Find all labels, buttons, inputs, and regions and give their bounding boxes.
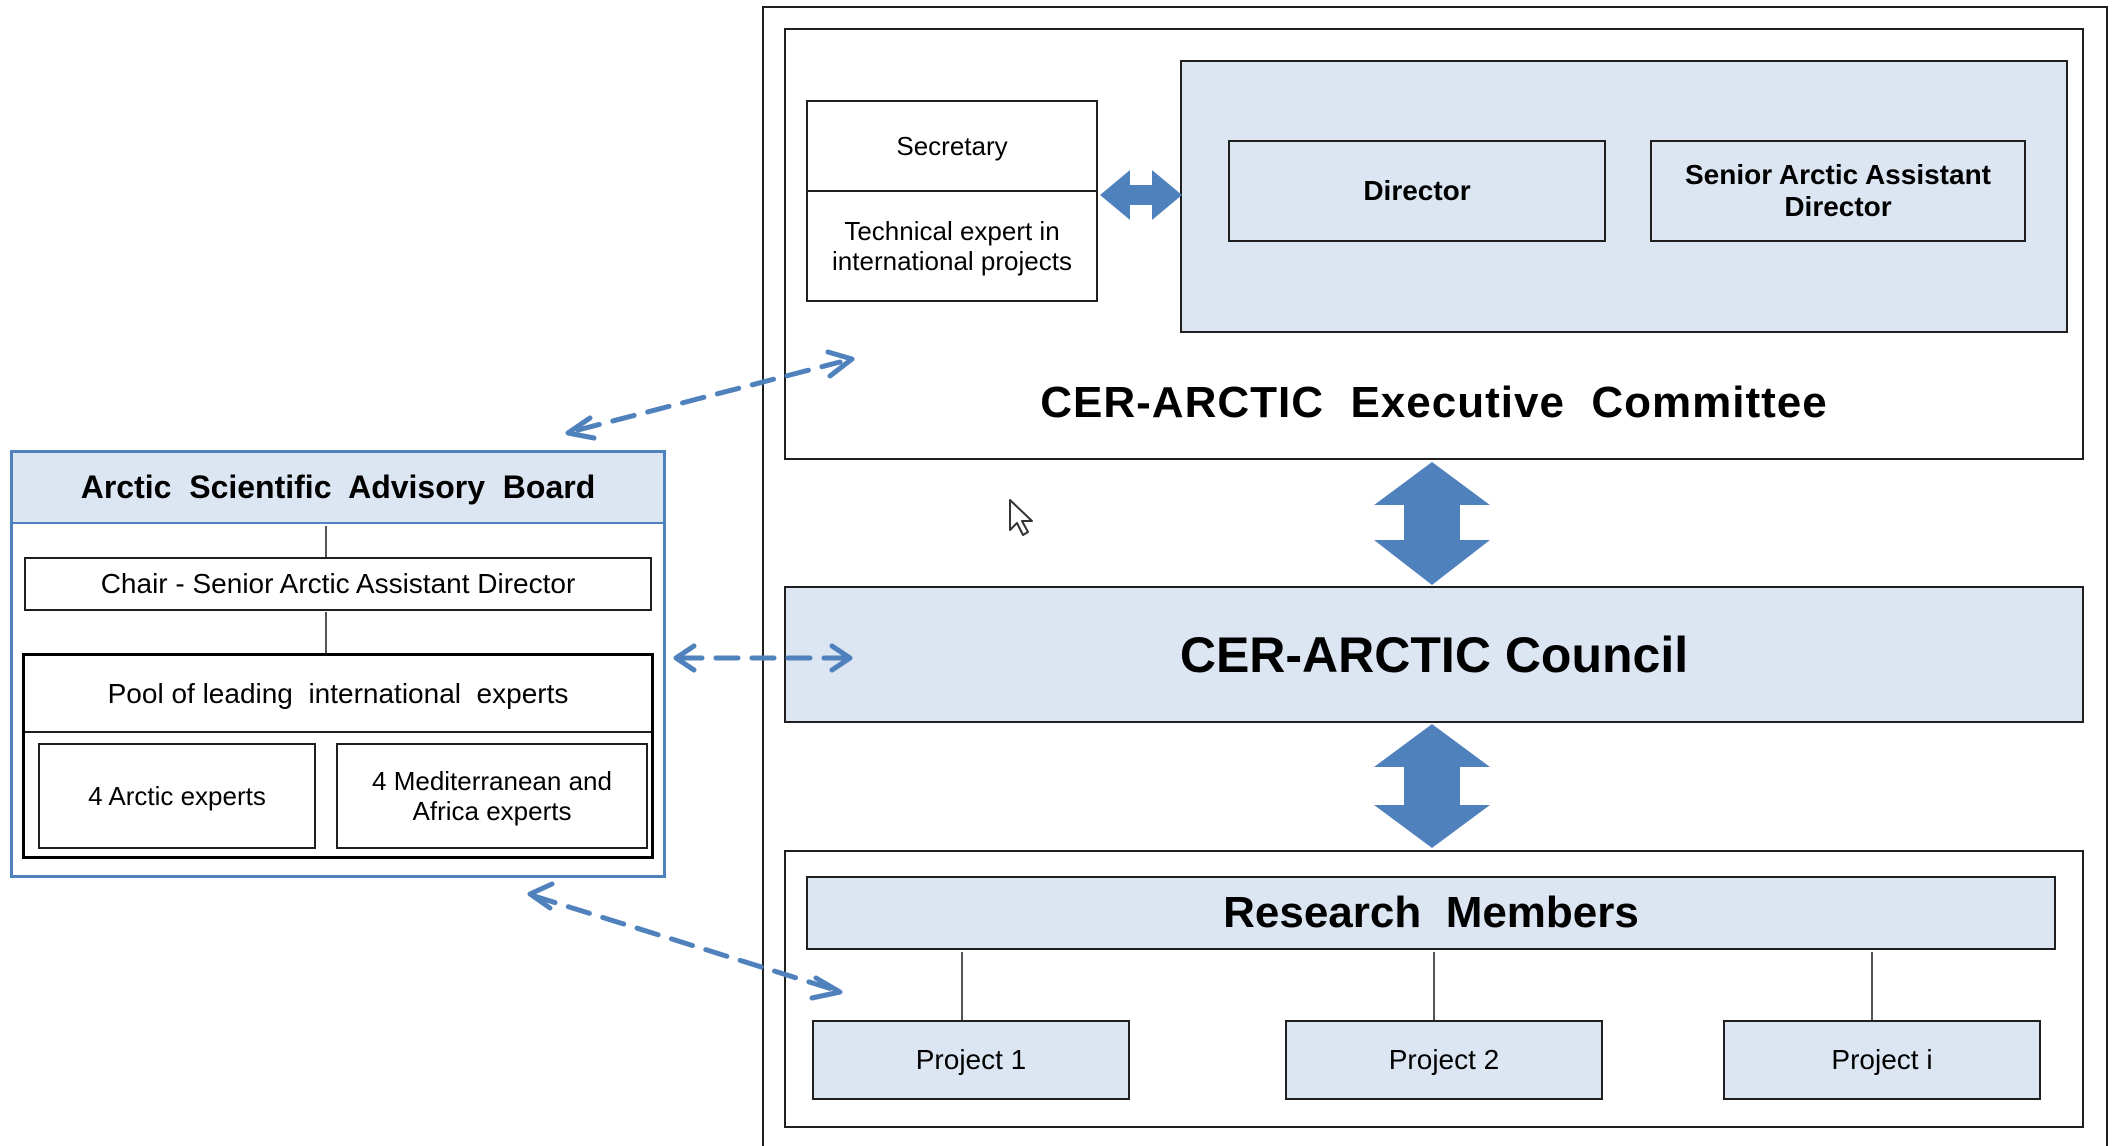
advisory-board-title: Arctic Scientific Advisory Board: [13, 453, 663, 524]
council-box: CER-ARCTIC Council: [784, 586, 2084, 723]
technical-expert-label: Technical expert in international projec…: [832, 216, 1072, 276]
pool-of-experts-label: Pool of leading international experts: [25, 656, 651, 733]
arrowhead-board-middle: [673, 643, 697, 673]
secretary-label: Secretary: [808, 102, 1096, 192]
arrowhead-board-bottom: [527, 881, 555, 911]
secretary-box: Secretary Technical expert in internatio…: [806, 100, 1098, 302]
executive-committee-title: CER-ARCTIC Executive Committee: [1040, 378, 1828, 427]
senior-assistant-director-box: Senior Arctic Assistant Director: [1650, 140, 2026, 242]
project-2-box: Project 2: [1285, 1020, 1603, 1100]
main-frame: [762, 6, 2108, 1146]
arctic-experts-box: 4 Arctic experts: [38, 743, 316, 849]
project-1-box: Project 1: [812, 1020, 1130, 1100]
executive-committee-box: [784, 28, 2084, 460]
director-box: Director: [1228, 140, 1606, 242]
research-members-title: Research Members: [806, 876, 2056, 950]
arrowhead-board-top: [565, 415, 597, 441]
pool-of-experts-box: Pool of leading international experts: [22, 653, 654, 859]
advisory-board-box: [10, 450, 666, 878]
mediterranean-africa-experts-box: 4 Mediterranean and Africa experts: [336, 743, 648, 849]
chair-box: Chair - Senior Arctic Assistant Director: [24, 557, 652, 611]
project-i-box: Project i: [1723, 1020, 2041, 1100]
